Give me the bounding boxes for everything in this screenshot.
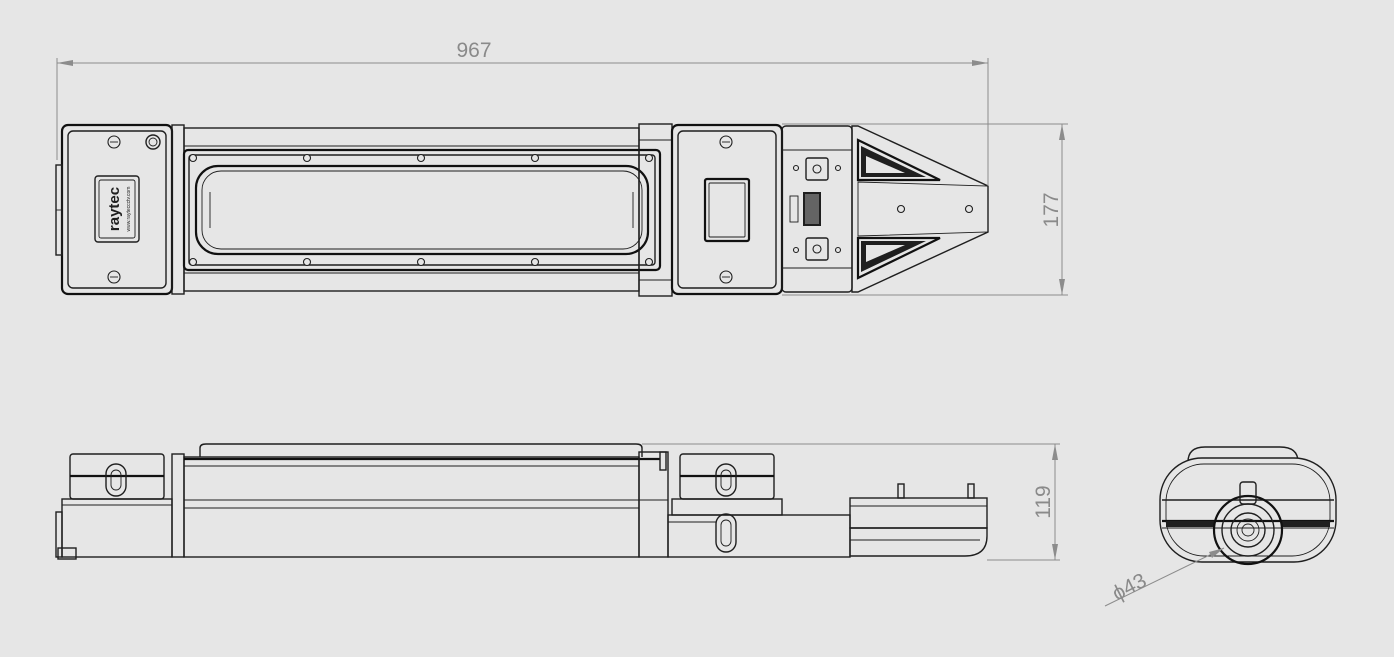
length-dimension-label: 967 <box>456 39 491 62</box>
dimension-diameter: ϕ43 <box>1104 547 1225 607</box>
side-center-body <box>171 443 669 558</box>
raytec-logo: raytec www.rayteccctv.com <box>106 187 132 232</box>
logo-text: raytec <box>106 187 123 231</box>
left-housing <box>55 123 185 296</box>
dimension-top-height: 177 <box>782 123 1068 296</box>
side-view <box>55 443 988 560</box>
top-height-dimension-label: 177 <box>1040 192 1063 227</box>
end-bracket <box>851 125 989 293</box>
dimension-side-height: 119 <box>642 443 1060 561</box>
connector-block <box>781 125 853 293</box>
side-mid-housing <box>667 453 851 558</box>
lens-screws <box>188 153 654 267</box>
center-body <box>182 127 662 292</box>
side-left-housing <box>55 453 173 560</box>
dimension-overall-length: 967 <box>56 39 989 186</box>
side-height-dimension-label: 119 <box>1032 485 1055 518</box>
logo-website: www.rayteccctv.com <box>126 187 132 232</box>
end-view <box>1159 446 1337 566</box>
svg-text:ϕ43: ϕ43 <box>1109 569 1151 605</box>
top-view: raytec www.rayteccctv.com <box>55 123 989 297</box>
side-end-bracket <box>849 483 988 557</box>
